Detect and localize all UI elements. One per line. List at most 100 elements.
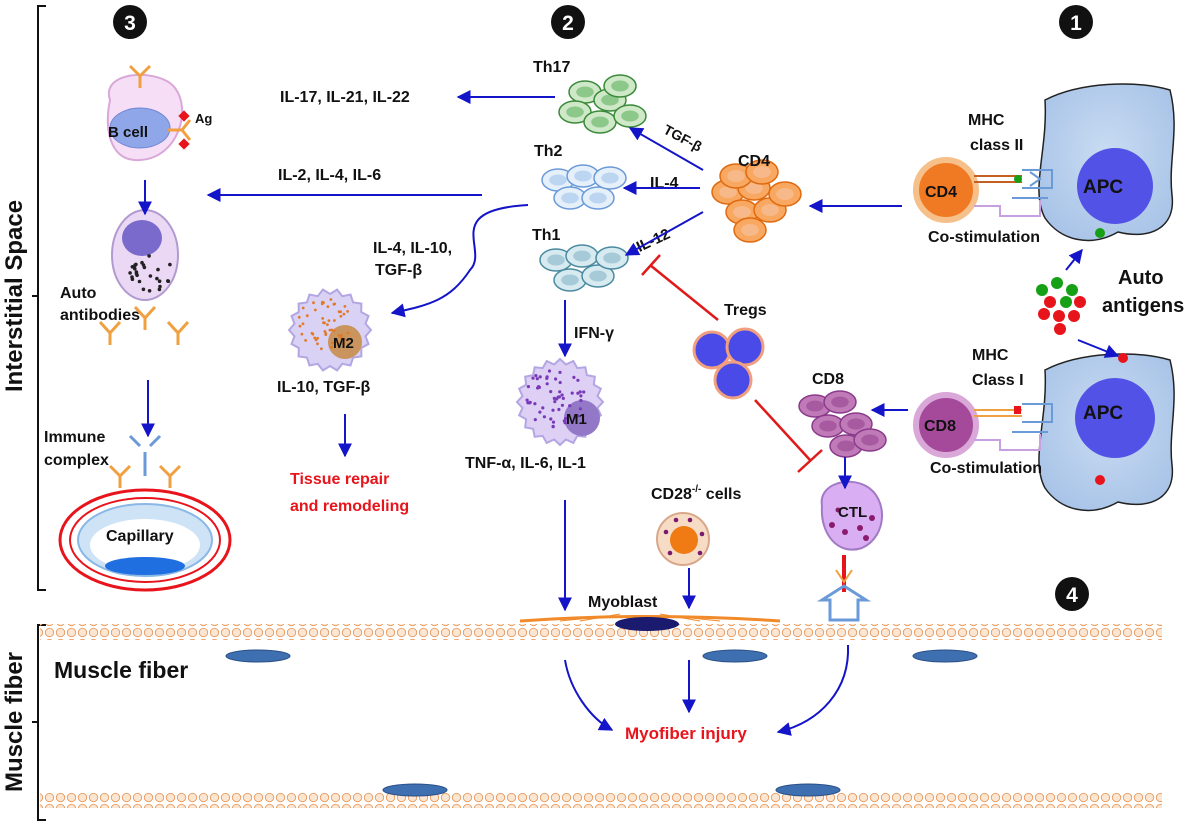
apc-top xyxy=(1038,83,1175,242)
apc-top-costim-label: Co-stimulation xyxy=(928,229,1040,246)
th2-cytokines: IL-2, IL-4, IL-6 xyxy=(278,167,381,184)
step-badge-3: 3 xyxy=(113,5,147,39)
interstitial-space-label: Interstitial Space xyxy=(1,200,28,392)
arrow-th2-to-m2 xyxy=(390,204,529,318)
cell-nucleus xyxy=(621,110,639,122)
granule xyxy=(141,287,146,292)
myofiber-injury-label: Myofiber injury xyxy=(625,724,747,743)
apc-bottom-costim-label: Co-stimulation xyxy=(930,460,1042,477)
granule xyxy=(326,305,330,308)
granule xyxy=(545,382,549,386)
th2-cell-cluster xyxy=(541,164,627,210)
granule xyxy=(525,398,529,402)
cell-nucleus xyxy=(574,170,592,182)
th17-label: Th17 xyxy=(533,59,570,76)
cell-nucleus xyxy=(589,270,607,282)
cell-nucleus xyxy=(549,174,567,186)
capillary-vessel xyxy=(58,488,232,592)
inhibit-treg-to-ctl xyxy=(754,399,811,461)
mhc-class-i-complex xyxy=(974,403,1053,451)
auto-antigen-cluster xyxy=(1036,277,1086,335)
granule xyxy=(553,400,557,404)
arrow-cd4-to-th17 xyxy=(628,127,704,171)
granule xyxy=(327,319,331,322)
granule xyxy=(568,404,572,408)
svg-text:1: 1 xyxy=(1070,12,1082,35)
b-cell xyxy=(106,64,192,162)
cell-nucleus xyxy=(601,94,619,106)
tissue-repair-line2: and remodeling xyxy=(290,498,409,515)
granule xyxy=(321,317,325,320)
cell-nucleus xyxy=(561,274,579,286)
treg-cell-cluster xyxy=(692,327,765,400)
cell-nucleus xyxy=(847,418,865,430)
tissue-repair-line1: Tissue repair xyxy=(290,471,389,488)
granule xyxy=(545,376,549,380)
m1-macrophage xyxy=(515,357,605,447)
granule xyxy=(166,279,171,284)
muscle-fiber-section-label: Muscle fiber xyxy=(1,652,28,792)
step-badge-1: 1 xyxy=(1059,5,1093,39)
granule xyxy=(311,332,315,336)
granule xyxy=(542,415,547,419)
granule xyxy=(557,407,561,412)
granule xyxy=(560,403,565,407)
granule xyxy=(130,277,135,282)
granule xyxy=(346,310,349,313)
auto-antibodies-line1: Auto xyxy=(60,285,97,302)
granule xyxy=(537,385,541,389)
apc-top-mhc-line2: class II xyxy=(970,137,1023,154)
th17-cell-cluster xyxy=(558,74,647,134)
granule xyxy=(323,321,326,325)
granule xyxy=(570,391,574,395)
granule xyxy=(533,418,537,422)
granule xyxy=(324,333,328,336)
capillary-label: Capillary xyxy=(106,528,174,545)
mhc-class-ii-complex xyxy=(974,169,1053,217)
granule xyxy=(579,398,583,403)
granule xyxy=(330,345,333,349)
ctl-cell xyxy=(820,480,883,551)
auto-antigens-line1: Auto xyxy=(1118,267,1164,289)
th2-to-m2-tgf: TGF-β xyxy=(375,262,422,279)
auto-antigens-line2: antigens xyxy=(1102,295,1184,317)
arrow-cd4-to-th1 xyxy=(624,211,704,256)
m2-cytokines: IL-10, TGF-β xyxy=(277,379,371,396)
granule xyxy=(331,341,334,345)
granule xyxy=(339,314,343,318)
granule xyxy=(156,267,160,272)
granule xyxy=(558,380,562,385)
cell-nucleus xyxy=(576,86,594,98)
m2-macrophage xyxy=(287,288,373,372)
granule xyxy=(298,324,302,328)
myoblast-cell xyxy=(519,613,781,631)
granule xyxy=(158,284,162,289)
granule xyxy=(342,341,346,345)
step-badge-4: 4 xyxy=(1055,577,1089,611)
granule xyxy=(526,401,530,405)
ctl-label: CTL xyxy=(838,504,867,521)
granule xyxy=(556,395,560,399)
plasma-granules xyxy=(128,254,172,293)
cd4-cluster-label: CD4 xyxy=(738,153,770,170)
granule xyxy=(339,336,343,339)
granule xyxy=(346,331,350,335)
granule xyxy=(337,310,341,314)
granule xyxy=(301,322,305,326)
granule xyxy=(342,312,346,316)
m1-cytokines: TNF-α, IL-6, IL-1 xyxy=(465,455,586,472)
granule xyxy=(549,390,553,394)
tregs-label: Tregs xyxy=(724,302,767,319)
granule xyxy=(572,375,576,379)
cell-nucleus xyxy=(601,172,619,184)
svg-text:3: 3 xyxy=(124,12,136,35)
granule xyxy=(547,369,552,373)
granule xyxy=(168,262,172,267)
muscle-nuclei xyxy=(225,649,978,797)
cell-nucleus xyxy=(566,106,584,118)
granule xyxy=(578,407,583,411)
inhibit-treg-to-th1 xyxy=(649,264,719,321)
granule xyxy=(148,274,153,278)
granule xyxy=(326,323,329,326)
